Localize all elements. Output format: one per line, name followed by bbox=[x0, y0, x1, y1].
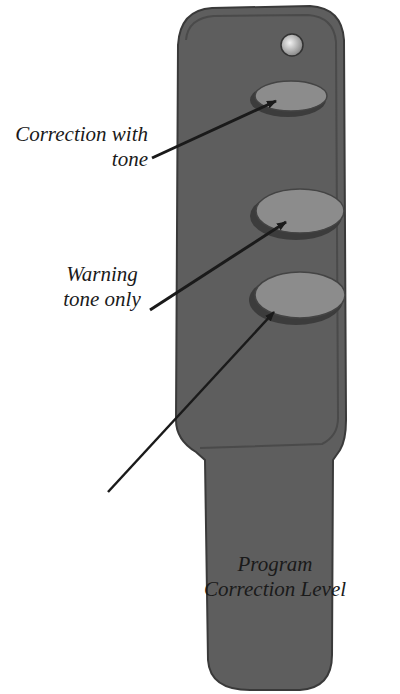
callout-label: Correction with tone bbox=[14, 122, 148, 172]
led bbox=[281, 34, 303, 56]
leader-line bbox=[152, 101, 276, 158]
leader-line bbox=[108, 312, 274, 492]
callout-label: Warning tone only bbox=[48, 262, 156, 312]
callout-label: Program Correction Level bbox=[190, 552, 360, 602]
program-button bbox=[255, 272, 345, 318]
warning-button bbox=[256, 189, 344, 233]
leader-line bbox=[150, 222, 286, 310]
